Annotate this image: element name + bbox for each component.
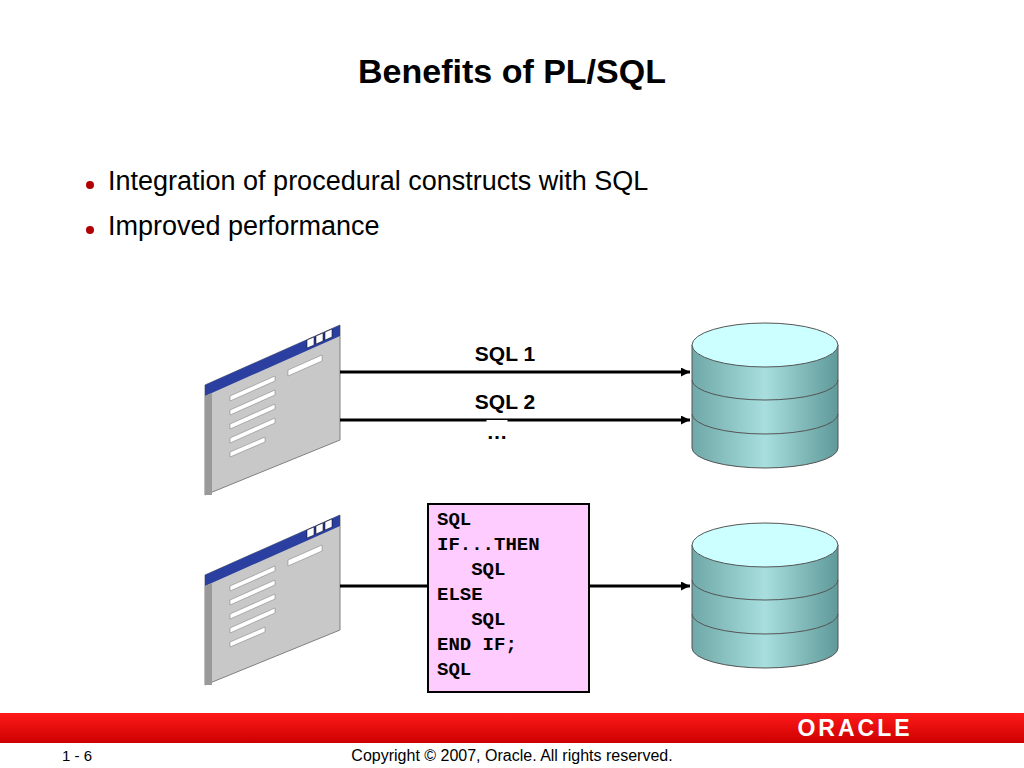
bullet-text: Improved performance [108,211,380,242]
application-window [205,325,340,495]
database-cylinder [692,323,838,468]
code-line: SQL [437,608,580,633]
code-line: ELSE [437,583,580,608]
code-line: SQL [437,658,580,683]
sql-arrow [340,419,690,422]
footer-bar [0,713,1024,743]
oracle-logo: ORACLE [797,715,912,742]
slide-title: Benefits of PL/SQL [358,52,666,91]
bullet [86,181,94,189]
bullet-text: Integration of procedural constructs wit… [108,166,648,197]
code-block: SQLIF...THENSQLELSESQLEND IF;SQL [427,503,590,693]
arrow-label: SQL 1 [475,342,535,366]
bullet [86,226,94,234]
arrow-label: SQL 2 [475,390,535,414]
copyright-note: Copyright © 2007, Oracle. All rights res… [351,747,672,765]
code-line: IF...THEN [437,533,580,558]
database-cylinder [692,523,838,668]
application-window [205,515,340,685]
block-line [340,585,427,588]
arrow-label: … [487,420,508,444]
code-line: SQL [437,558,580,583]
block-arrow [590,585,690,588]
sql-arrow [340,371,690,374]
page-number: 1 - 6 [62,747,92,764]
code-line: END IF; [437,633,580,658]
code-line: SQL [437,508,580,533]
